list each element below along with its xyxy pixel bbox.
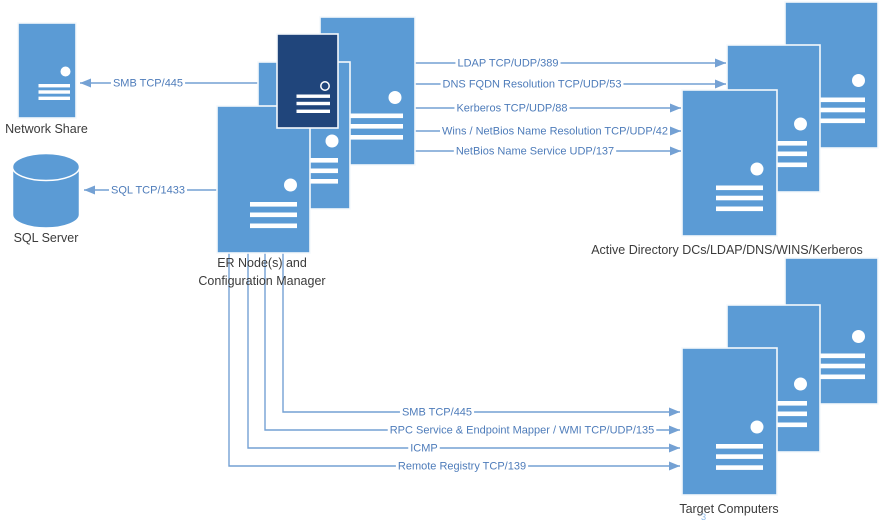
connector-label-ldap: LDAP TCP/UDP/389 [457,58,558,70]
connector-label-background [440,125,670,138]
connector-smb-network-share: SMB TCP/445 [80,77,258,90]
connector-label-dns: DNS FQDN Resolution TCP/UDP/53 [443,79,622,91]
connector-label-remote-registry: Remote Registry TCP/139 [398,461,526,473]
connector-label-background [387,424,657,437]
connector-dns: DNS FQDN Resolution TCP/UDP/53 [415,78,726,91]
connector-label-smb-network-share: SMB TCP/445 [113,78,183,90]
connector-smb-target: SMB TCP/445 [282,253,680,419]
server-icon [216,105,311,254]
database-cylinder-icon [11,152,81,229]
server-icon [681,89,778,237]
network-share-label: Network Share [5,122,88,136]
connectors-layer: SMB TCP/445 SQL TCP/1433 LDAP TCP/UDP/38… [80,57,726,473]
nodes-layer [11,1,879,496]
connector-ldap: LDAP TCP/UDP/389 [415,57,726,70]
connector-label-icmp: ICMP [410,443,438,455]
connector-sql: SQL TCP/1433 [84,184,217,197]
server-icon [681,347,778,496]
connector-label-background [109,184,187,197]
sql-server-node [11,152,81,229]
connector-label-kerberos: Kerberos TCP/UDP/88 [456,103,567,115]
connector-label-background [454,102,570,115]
connector-label-netbios: NetBios Name Service UDP/137 [456,146,614,158]
connector-icmp: ICMP [247,253,680,455]
er-node-label-line1: ER Node(s) and [217,256,307,270]
connector-wins: Wins / NetBios Name Resolution TCP/UDP/4… [415,125,681,138]
connector-line [264,253,680,435]
connector-label-background [399,406,475,419]
target-computers-cluster [681,257,879,496]
target-computers-annotation: 3 [701,512,706,523]
server-dark-icon [276,33,339,129]
server-icon [17,22,77,119]
sql-server-label: SQL Server [14,231,79,245]
connector-label-background [455,57,561,70]
connector-label-background [408,442,440,455]
connector-label-background [395,460,529,473]
er-node-label-line2: Configuration Manager [198,274,325,288]
node-labels-layer: Network Share SQL Server ER Node(s) and … [5,122,863,523]
connector-remote-registry: Remote Registry TCP/139 [228,253,680,473]
target-computers-label: Target Computers [679,502,778,516]
connector-rpc-wmi: RPC Service & Endpoint Mapper / WMI TCP/… [264,253,680,437]
connector-label-background [110,77,186,90]
connector-label-background [440,78,624,91]
connector-line [228,253,680,471]
active-directory-cluster [681,1,879,237]
connector-label-wins: Wins / NetBios Name Resolution TCP/UDP/4… [442,126,668,138]
network-share-node [17,22,77,119]
active-directory-label: Active Directory DCs/LDAP/DNS/WINS/Kerbe… [591,243,863,257]
er-node-cluster [216,16,416,254]
connector-label-smb-target: SMB TCP/445 [402,407,472,419]
connector-netbios: NetBios Name Service UDP/137 [415,145,681,158]
connector-kerberos: Kerberos TCP/UDP/88 [415,102,681,115]
connector-line [282,253,680,417]
connector-label-background [453,145,617,158]
connector-line [247,253,680,453]
connector-label-rpc-wmi: RPC Service & Endpoint Mapper / WMI TCP/… [390,425,655,437]
connector-label-sql: SQL TCP/1433 [111,185,185,197]
